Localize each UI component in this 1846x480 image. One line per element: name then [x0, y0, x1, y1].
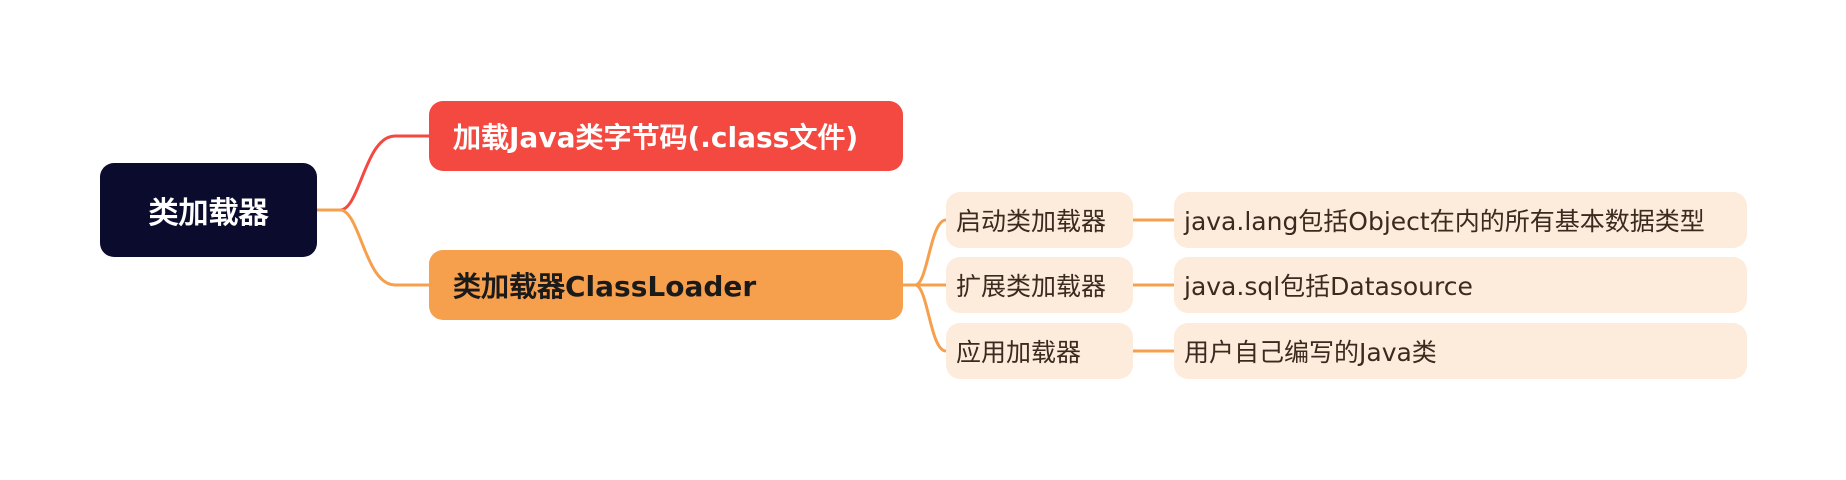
root-node-label: 类加载器 — [148, 196, 269, 231]
connector-root-branch1 — [317, 134, 429, 212]
sub-node-label: 启动类加载器 — [956, 207, 1107, 236]
branch-node-label: 类加载器ClassLoader — [453, 270, 757, 303]
leaf-node-extension-detail[interactable]: java.sql包括Datasource — [1174, 257, 1747, 313]
sub-node-label: 应用加载器 — [956, 338, 1082, 367]
leaf-node-label: 用户自己编写的Java类 — [1184, 338, 1437, 367]
connector-root-branch2 — [317, 208, 429, 287]
sub-node-application-loader[interactable]: 应用加载器 — [946, 323, 1133, 379]
branch-node-label: 加载Java类字节码(.class文件) — [453, 121, 859, 154]
sub-node-extension-loader[interactable]: 扩展类加载器 — [946, 257, 1133, 313]
root-node[interactable]: 类加载器 — [100, 163, 317, 257]
leaf-node-label: java.lang包括Object在内的所有基本数据类型 — [1184, 207, 1705, 236]
leaf-node-label: java.sql包括Datasource — [1184, 272, 1473, 301]
connector-branch2-sub1 — [903, 218, 947, 287]
sub-node-label: 扩展类加载器 — [956, 272, 1107, 301]
connector-branch2-sub3 — [903, 283, 947, 353]
leaf-node-application-detail[interactable]: 用户自己编写的Java类 — [1174, 323, 1747, 379]
sub-node-bootstrap-loader[interactable]: 启动类加载器 — [946, 192, 1133, 248]
leaf-node-bootstrap-detail[interactable]: java.lang包括Object在内的所有基本数据类型 — [1174, 192, 1747, 248]
branch-node-classloader[interactable]: 类加载器ClassLoader — [429, 250, 903, 320]
branch-node-load-bytecode[interactable]: 加载Java类字节码(.class文件) — [429, 101, 903, 171]
